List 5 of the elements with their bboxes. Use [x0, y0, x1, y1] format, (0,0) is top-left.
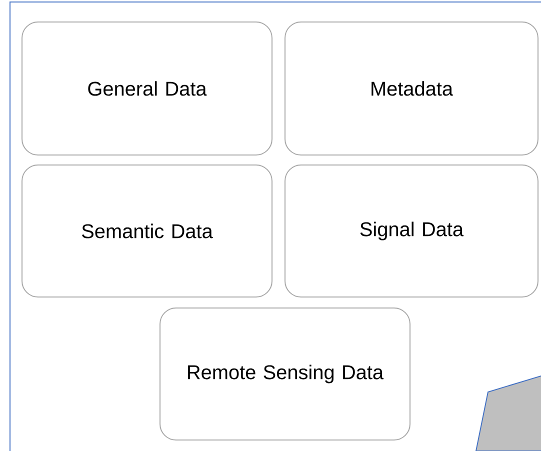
data-box: Metadata — [284, 22, 538, 156]
data-box: Signal Data — [284, 164, 538, 298]
data-box: Semantic Data — [22, 164, 272, 298]
data-box: Remote Sensing Data — [160, 307, 410, 440]
data-box: General Data — [22, 22, 272, 156]
